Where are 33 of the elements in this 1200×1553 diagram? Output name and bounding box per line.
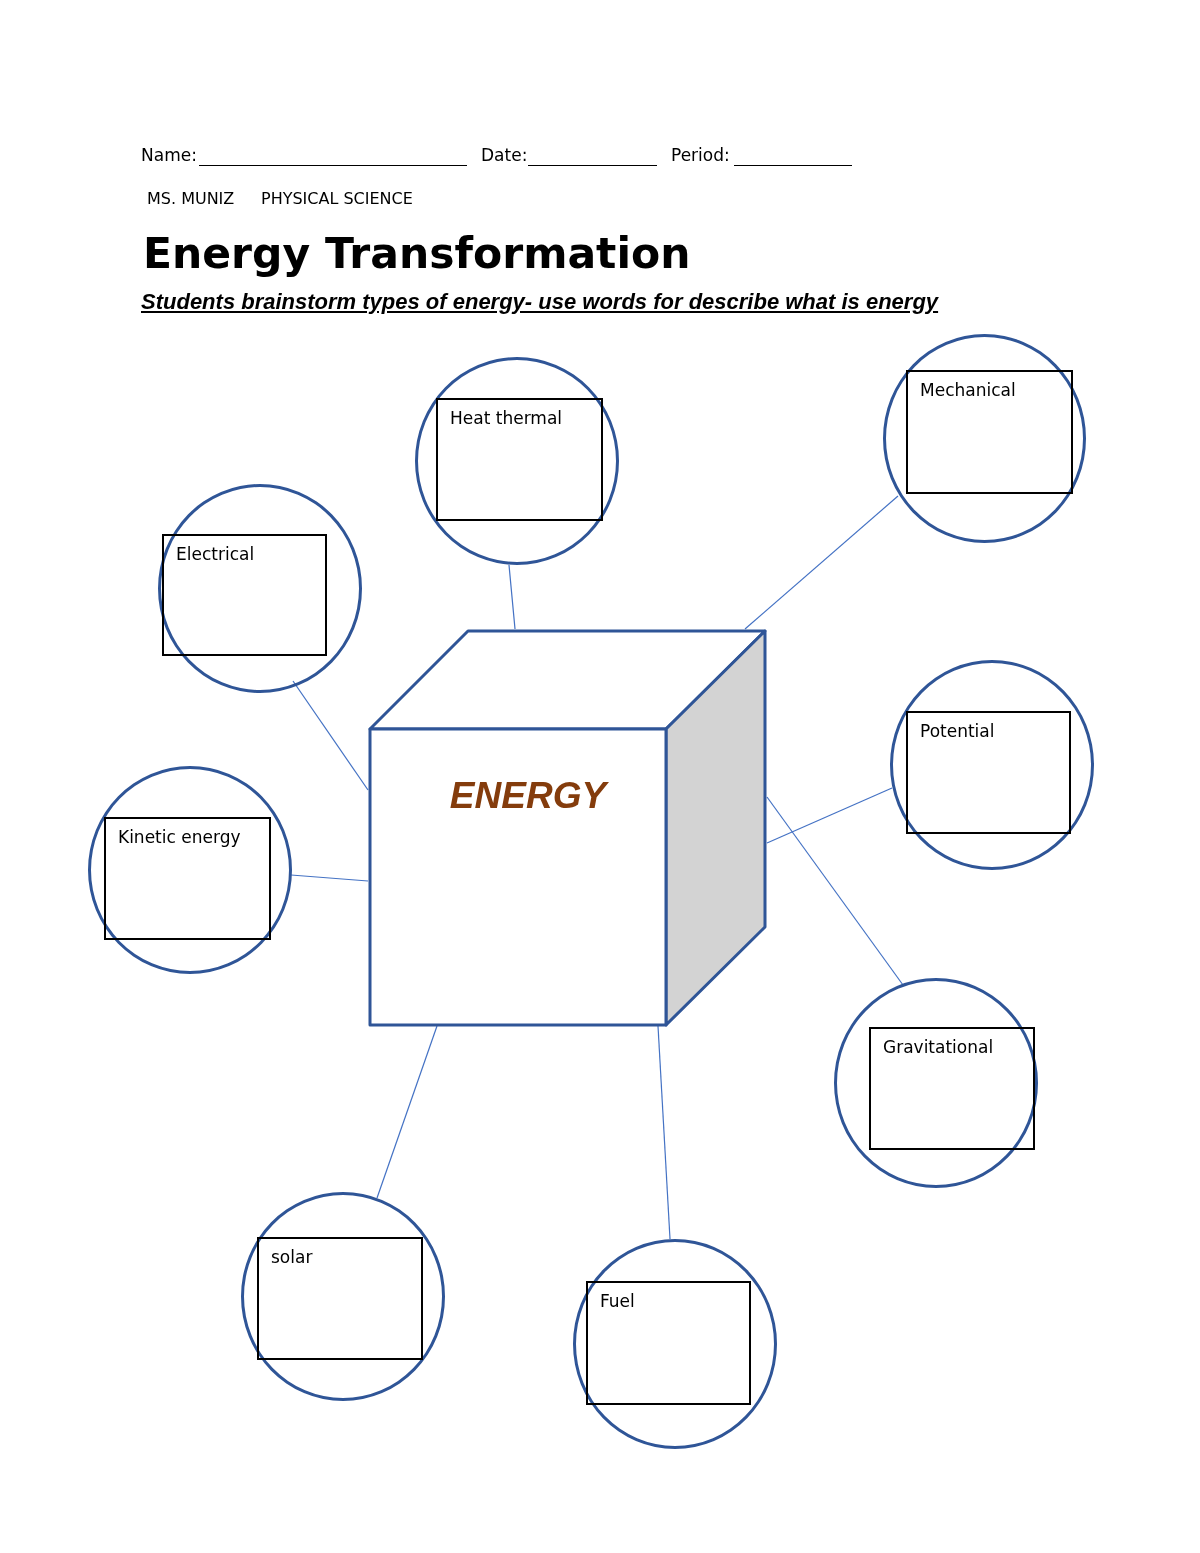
instructions-text: Students brainstorm types of energy- use words for describe what is energy (141, 288, 939, 316)
topic-label: Mechanical (920, 380, 1016, 400)
topic-circle (415, 357, 619, 565)
connector-line (657, 1025, 671, 1240)
topic-circle (890, 660, 1094, 870)
topic-label: solar (271, 1247, 313, 1267)
topic-circle (834, 978, 1038, 1188)
topic-label: Gravitational (883, 1037, 994, 1057)
worksheet-title: Energy Transformation (143, 229, 691, 279)
connector-line (766, 787, 893, 844)
connector-line (744, 495, 899, 630)
connector-line (290, 874, 369, 882)
topic-label: Electrical (176, 544, 255, 564)
connector-line (508, 564, 516, 630)
topic-label: Kinetic energy (118, 827, 241, 847)
connector-line (376, 1025, 438, 1199)
topic-circle (241, 1192, 445, 1401)
course-name: PHYSICAL SCIENCE (261, 189, 413, 209)
topic-label: Potential (920, 721, 995, 741)
topic-label: Fuel (600, 1291, 635, 1311)
connector-line (292, 680, 369, 791)
field-label: Date: (481, 145, 528, 165)
teacher-name: MS. MUNIZ (147, 189, 235, 209)
field-label: Name: (141, 145, 197, 165)
topic-circle (158, 484, 362, 693)
topic-circle (573, 1239, 777, 1449)
cube (368, 629, 767, 1027)
topic-circle (88, 766, 292, 974)
topic-label: Heat thermal (450, 408, 563, 428)
connector-line (766, 796, 904, 986)
cube-label: ENERGY (449, 774, 607, 818)
topic-circle (883, 334, 1086, 543)
field-label: Period: (671, 145, 730, 165)
